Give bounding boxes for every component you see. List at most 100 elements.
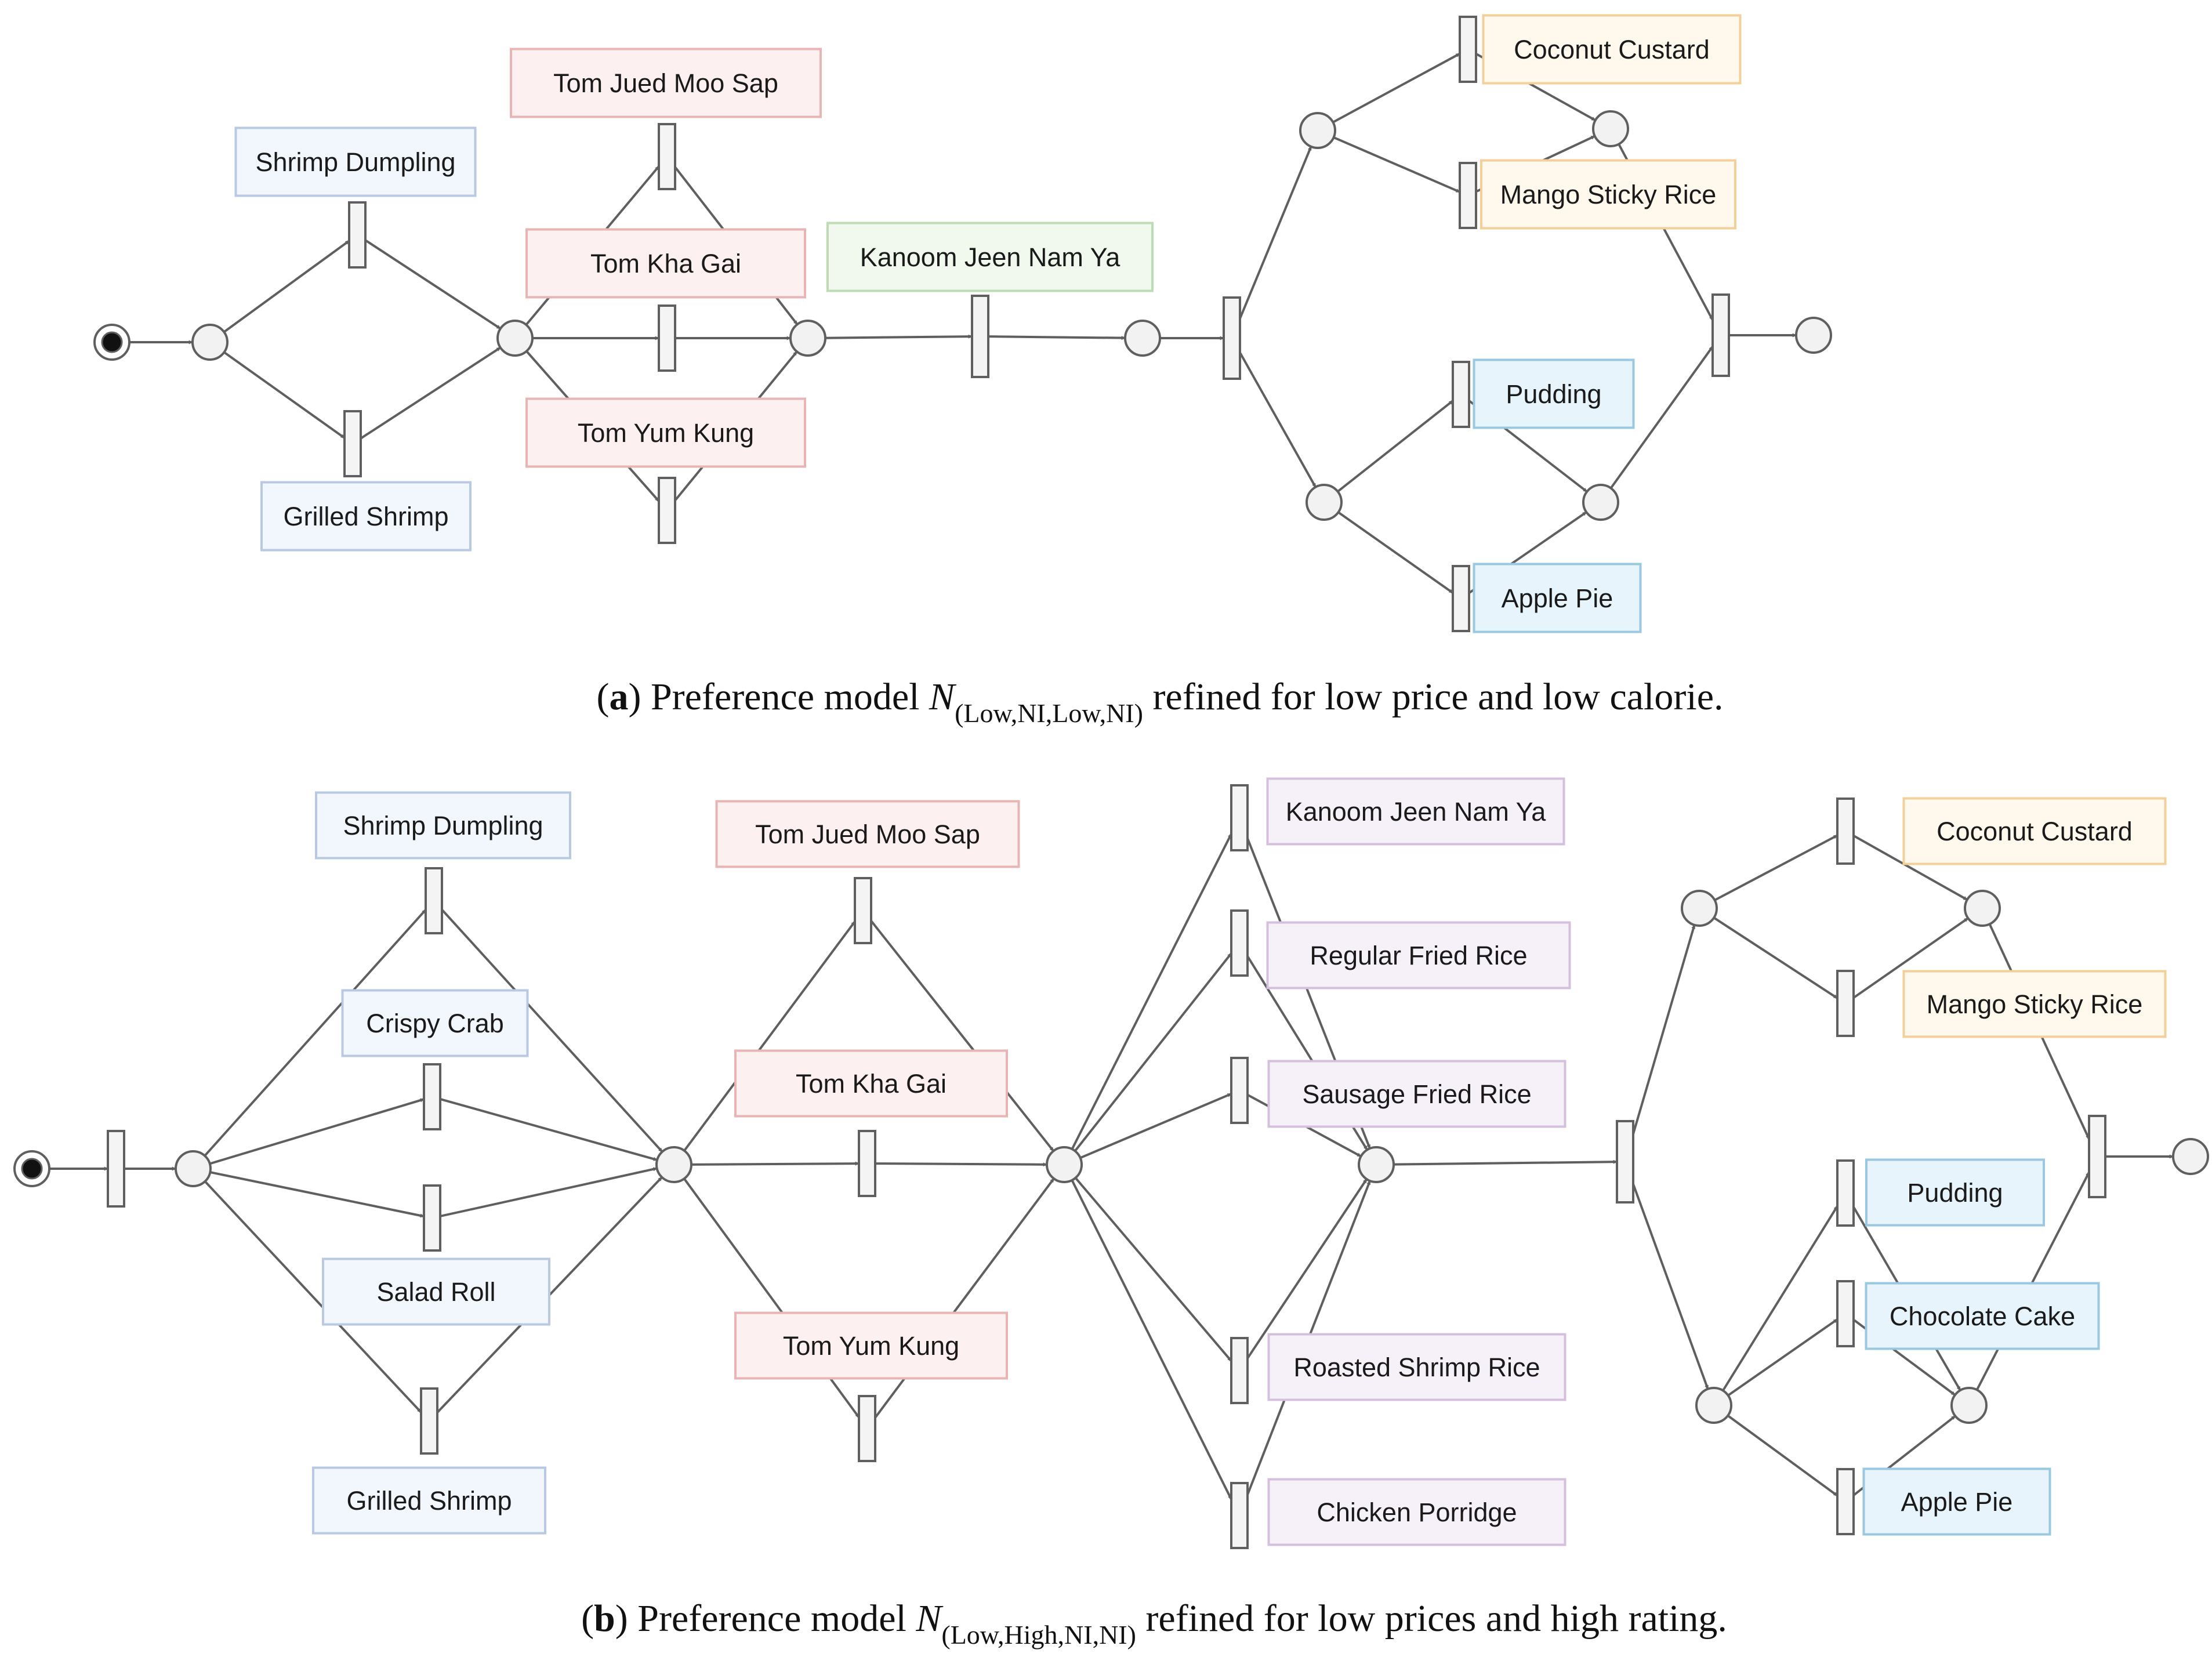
arc-b_p3-b_t11	[1074, 1177, 1232, 1362]
label-box-b-kanoom-jeen-nam-ya	[1266, 777, 1565, 846]
label-box-a-kanoom-jeen-nam-ya	[826, 222, 1154, 292]
place-a_p4	[1124, 320, 1161, 357]
transition-a_t9	[1459, 162, 1477, 229]
transition-b_t12	[1230, 1482, 1249, 1549]
transition-b_t6	[858, 1130, 876, 1197]
arc-b_t13-b_p6	[1632, 1183, 1709, 1390]
label-box-a-apple-pie	[1473, 563, 1642, 633]
arc-b_p2-b_t5	[683, 920, 856, 1152]
arc-b_p1-b_t2	[209, 1098, 425, 1165]
start-token-a_s	[101, 331, 123, 353]
transition-a_t2	[343, 410, 362, 477]
arc-a_p5-a_t8	[1332, 52, 1460, 124]
arc-b_p8-b_t19	[1975, 1172, 2090, 1391]
label-box-a-grilled-shrimp	[260, 481, 472, 552]
transition-b_t4	[420, 1387, 438, 1455]
arc-b_p3-b_t8	[1071, 833, 1232, 1150]
label-b-chicken-porridge: Chicken Porridge	[1317, 1498, 1517, 1527]
caption-a-suffix: refined for low price and low calorie.	[1143, 676, 1724, 718]
caption-b-symbol: N	[915, 1597, 944, 1640]
transition-a_t6	[971, 295, 989, 378]
label-a-shrimp-dumpling: Shrimp Dumpling	[255, 147, 455, 177]
arc-a_p1-a_t2	[223, 351, 346, 439]
label-b-tom-kha-gai: Tom Kha Gai	[796, 1069, 947, 1099]
arc-b_p2-b_t7	[683, 1178, 860, 1419]
label-a-grilled-shrimp: Grilled Shrimp	[283, 502, 448, 531]
place-b_p3	[1046, 1146, 1083, 1183]
transition-b_t9	[1230, 909, 1249, 977]
transition-a_t7	[1223, 296, 1241, 380]
transition-b_t18	[1836, 1468, 1855, 1535]
place-a_p8	[1582, 484, 1619, 521]
caption-a-prefix: Preference model	[651, 676, 929, 718]
place-a_p3	[789, 320, 826, 357]
transition-b_t15	[1836, 970, 1855, 1037]
arc-b_t2-b_p2	[440, 1098, 658, 1161]
arc-b_t13-b_p5	[1632, 925, 1696, 1134]
label-b-coconut-custard: Coconut Custard	[1937, 817, 2133, 846]
caption-a: (a) Preference model N(Low,NI,Low,NI) re…	[596, 676, 1723, 728]
arc-a_t6-a_p4	[988, 335, 1126, 340]
caption-a-symbol: N	[929, 676, 957, 718]
arc-a_p1-a_t1	[223, 240, 350, 333]
arc-b_p1-b_t3	[209, 1171, 425, 1218]
arc-b_p5-b_t15	[1713, 916, 1839, 999]
label-a-coconut-custard: Coconut Custard	[1514, 35, 1710, 64]
caption-a-subscript: (Low,NI,Low,NI)	[955, 698, 1143, 728]
label-box-b-shrimp-dumpling	[315, 791, 571, 860]
place-a_p7	[1592, 110, 1629, 147]
place-a_p6	[1306, 484, 1343, 521]
start-token-b_s	[21, 1158, 43, 1180]
transition-b_t10	[1230, 1057, 1249, 1124]
transition-a_t8	[1459, 16, 1477, 83]
label-b-tom-jued-moo-sap: Tom Jued Moo Sap	[755, 820, 980, 849]
label-box-b-chicken-porridge	[1267, 1478, 1566, 1546]
arc-a_p3-a_t6	[825, 334, 973, 339]
caption-b-subscript: (Low,High,NI,NI)	[941, 1620, 1136, 1650]
caption-b-tag: b	[594, 1597, 615, 1640]
label-box-a-shrimp-dumpling	[234, 126, 477, 197]
label-box-a-tom-yum-kung	[525, 397, 806, 468]
transition-b_t11	[1230, 1337, 1249, 1404]
label-b-mango-sticky-rice: Mango Sticky Rice	[1927, 989, 2143, 1019]
place-b_p5	[1681, 890, 1718, 927]
arc-a_t2-a_p2	[360, 346, 501, 440]
arc-b_t7-b_p3	[874, 1177, 1055, 1419]
arc-a_p5-a_t9	[1333, 136, 1460, 193]
transition-a_t12	[1711, 293, 1730, 377]
label-box-b-grilled-shrimp	[312, 1466, 546, 1535]
label-b-regular-fried-rice: Regular Fried Rice	[1310, 941, 1527, 970]
transition-b_t0	[107, 1130, 125, 1208]
arc-b_t15-b_p7	[1852, 917, 1969, 999]
label-b-shrimp-dumpling: Shrimp Dumpling	[343, 811, 543, 840]
label-box-b-coconut-custard	[1902, 797, 2167, 865]
place-b_p7	[1964, 890, 2001, 927]
transition-b_t5	[854, 877, 872, 944]
arc-b_p5-b_t14	[1714, 834, 1838, 901]
transition-b_t2	[423, 1063, 441, 1130]
label-a-tom-jued-moo-sap: Tom Jued Moo Sap	[553, 68, 778, 98]
caption-b-prefix: Preference model	[637, 1597, 916, 1640]
transition-b_t19	[2088, 1115, 2106, 1198]
transition-b_t13	[1616, 1120, 1634, 1204]
label-b-grilled-shrimp: Grilled Shrimp	[346, 1486, 512, 1516]
label-box-b-tom-yum-kung	[734, 1311, 1008, 1380]
label-box-b-salad-roll	[322, 1257, 550, 1326]
label-a-tom-yum-kung: Tom Yum Kung	[578, 418, 754, 448]
arc-b_t14-b_p7	[1853, 835, 1968, 901]
transition-a_t11	[1452, 565, 1470, 632]
label-b-salad-roll: Salad Roll	[376, 1277, 495, 1307]
arc-b_t6-b_p3	[875, 1162, 1047, 1167]
place-b_p9	[2172, 1138, 2209, 1175]
place-a_p1	[191, 324, 229, 361]
arc-b_p1-b_t1	[204, 909, 427, 1157]
place-a_p2	[496, 320, 534, 357]
transition-b_t14	[1836, 798, 1855, 865]
arc-b_t1-b_p2	[441, 909, 663, 1153]
place-a_p9	[1795, 317, 1832, 354]
label-box-b-regular-fried-rice	[1266, 921, 1571, 989]
transition-b_t16	[1836, 1159, 1855, 1227]
caption-a-tag: a	[609, 676, 628, 718]
